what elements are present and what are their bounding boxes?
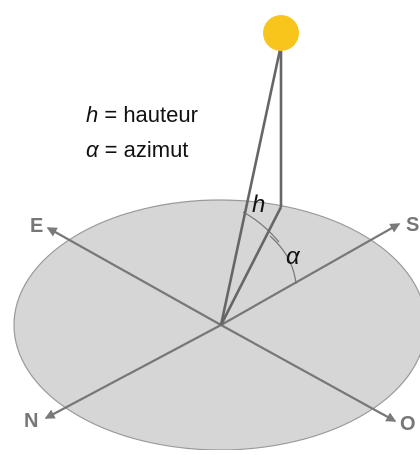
ground-plane [14,200,420,450]
legend-h-symbol: h [86,102,98,127]
alpha-angle-label: α [286,243,301,270]
legend-alpha-text: = azimut [99,137,189,162]
direction-north-label: N [24,410,38,432]
direction-south-label: S [406,214,419,236]
legend-azimuth: α = azimut [86,137,188,162]
direction-west-label: O [400,413,416,435]
direction-east-label: E [30,215,43,237]
legend-h-text: = hauteur [98,102,198,127]
sun-icon [263,15,299,51]
legend-height: h = hauteur [86,102,198,127]
h-angle-label: h [252,191,265,218]
